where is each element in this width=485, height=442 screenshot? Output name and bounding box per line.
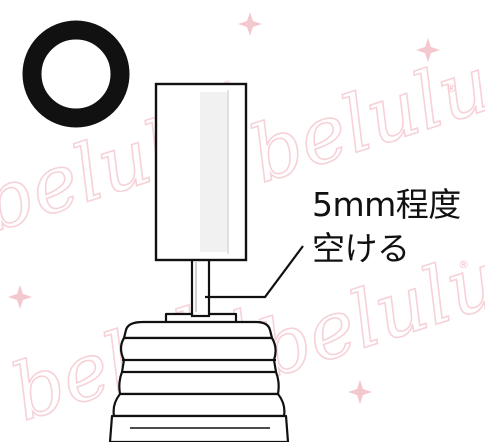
sparkle-icon [348, 380, 372, 404]
bottle-body [108, 414, 290, 442]
stick-head [154, 82, 248, 262]
bottle [108, 312, 290, 442]
sparkle-icon [238, 12, 262, 36]
bottle-cap-ring [118, 336, 280, 396]
watermark-text: belulu [240, 39, 485, 201]
sparkle-icon [416, 38, 440, 62]
sparkle-icon [8, 285, 32, 309]
ok-circle-icon [22, 20, 130, 128]
annotation-label-leave-gap: 空ける [312, 229, 410, 268]
annotation-leader-line [205, 245, 304, 299]
bottle-shoulder [112, 392, 286, 418]
bottle-cap-top [122, 320, 274, 340]
annotation-label-distance: 5mm程度 [312, 185, 461, 224]
watermark-registered-mark: ® [446, 82, 457, 95]
watermark-registered-mark: ® [458, 258, 469, 271]
stick-shaft [190, 256, 211, 318]
watermark-sparkles [8, 12, 440, 404]
